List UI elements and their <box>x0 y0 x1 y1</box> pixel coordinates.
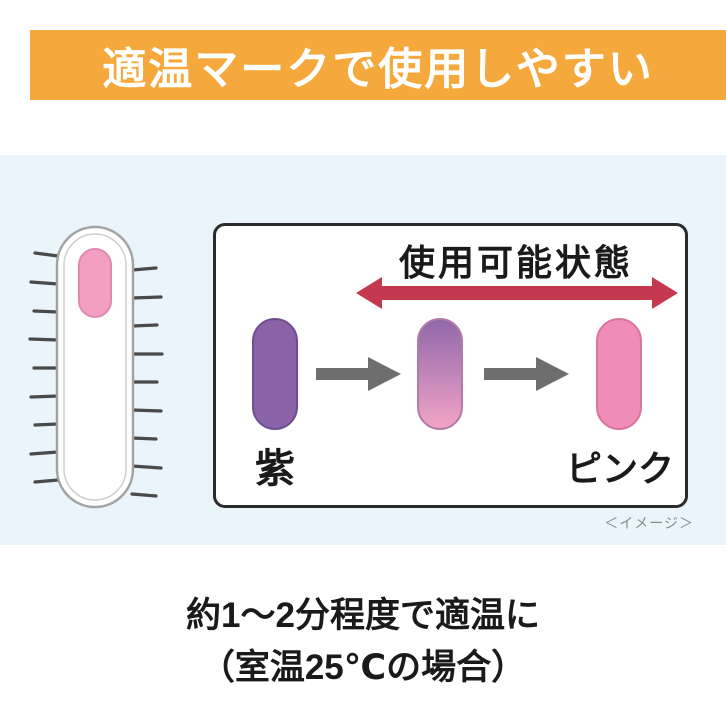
state-pill-pink <box>596 318 642 430</box>
state-pill-purple <box>252 318 298 430</box>
transition-arrow-2 <box>484 357 569 391</box>
header-title: 適温マークで使用しやすい <box>102 45 654 94</box>
brush-illustration <box>28 225 164 509</box>
header-banner: 適温マークで使用しやすい <box>30 30 726 100</box>
state-panel: 使用可能状態 紫 ピンク <box>213 223 688 508</box>
image-note: ＜イメージ＞ <box>604 515 694 531</box>
transition-arrow-1 <box>316 357 401 391</box>
caption: 約1〜2分程度で適温に （室温25℃の場合） <box>0 590 726 694</box>
caption-line-1: 約1〜2分程度で適温に <box>186 596 540 635</box>
state-label-purple: 紫 <box>255 447 295 491</box>
caption-line-2: （室温25℃の場合） <box>199 648 527 687</box>
brush-bristles <box>28 251 164 498</box>
brush-inner-outline <box>63 233 127 501</box>
usable-range-double-arrow <box>356 277 678 309</box>
illustration-area: 使用可能状態 紫 ピンク ＜イメージ＞ <box>0 155 726 545</box>
panel-title: 使用可能状態 <box>398 242 634 283</box>
state-label-pink: ピンク <box>565 448 675 489</box>
temperature-indicator-window <box>78 248 112 318</box>
brush-body <box>55 225 135 509</box>
state-pill-transition <box>417 318 463 430</box>
